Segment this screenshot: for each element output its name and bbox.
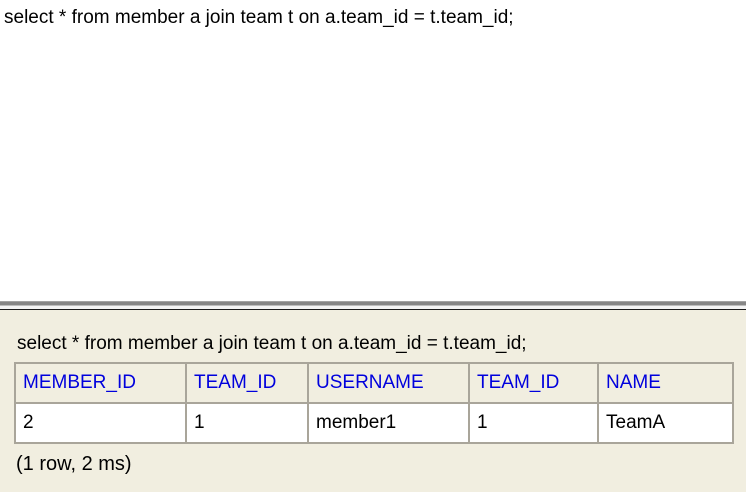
sql-editor-pane[interactable]: select * from member a join team t on a.…	[0, 0, 746, 301]
column-header-team_id-3[interactable]: TEAM_ID	[468, 362, 599, 404]
executed-query-echo: select * from member a join team t on a.…	[17, 333, 527, 354]
table-cell: 1	[185, 402, 309, 444]
table-cell: member1	[307, 402, 470, 444]
row-count-status: (1 row, 2 ms)	[16, 453, 132, 475]
table-cell: 2	[14, 402, 187, 444]
table-cell: TeamA	[597, 402, 734, 444]
table-cell: 1	[468, 402, 599, 444]
column-header-name-4[interactable]: NAME	[597, 362, 734, 404]
horizontal-pane-splitter[interactable]	[0, 301, 746, 310]
column-header-team_id-1[interactable]: TEAM_ID	[185, 362, 309, 404]
sql-editor-text[interactable]: select * from member a join team t on a.…	[4, 7, 514, 28]
column-header-member_id-0[interactable]: MEMBER_ID	[14, 362, 187, 404]
column-header-username-2[interactable]: USERNAME	[307, 362, 470, 404]
query-result-pane: select * from member a join team t on a.…	[0, 310, 746, 492]
